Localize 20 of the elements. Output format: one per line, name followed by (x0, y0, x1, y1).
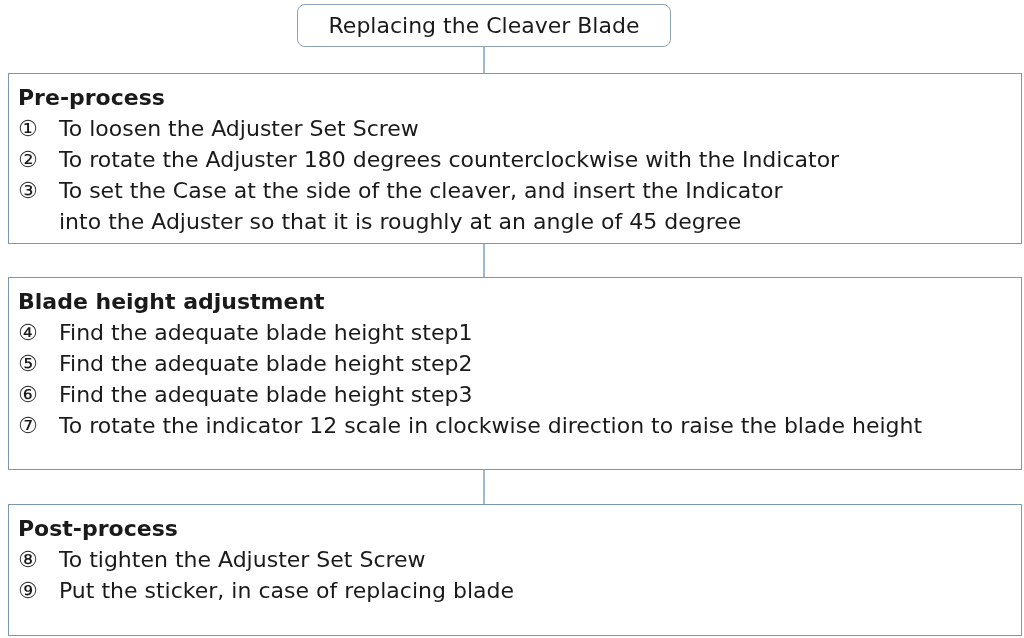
connector-line (483, 46, 485, 74)
step-text: ⑤ Find the adequate blade height step2 (18, 350, 473, 378)
title-box (297, 4, 671, 47)
process-box (8, 277, 1022, 470)
box-label: Replacing the Cleaver Blade (328, 13, 640, 38)
section-heading: Blade height adjustment (18, 288, 325, 316)
step-text: ⑦ To rotate the indicator 12 scale in clockwise direction to raise the blade height (18, 412, 923, 440)
section-heading: Pre-process (18, 84, 165, 112)
step-text: ④ Find the adequate blade height step1 (18, 319, 473, 347)
process-box (8, 504, 1022, 636)
step-text: ③ To set the Case at the side of the cleaver, and insert the Indicator into the Adjuster so that it is roughly at an angle of 45 degree (18, 177, 784, 236)
step-text: ⑨ Put the sticker, in case of replacing blade (18, 577, 514, 605)
step-text: ① To loosen the Adjuster Set Screw (18, 115, 419, 143)
connector-line (483, 469, 485, 505)
step-text: ⑥ Find the adequate blade height step3 (18, 381, 473, 409)
connector-line (483, 243, 485, 278)
step-text: ② To rotate the Adjuster 180 degrees counterclockwise with the Indicator (18, 146, 840, 174)
section-heading: Post-process (18, 515, 178, 543)
process-box (8, 73, 1022, 244)
step-text: ⑧ To tighten the Adjuster Set Screw (18, 546, 426, 574)
